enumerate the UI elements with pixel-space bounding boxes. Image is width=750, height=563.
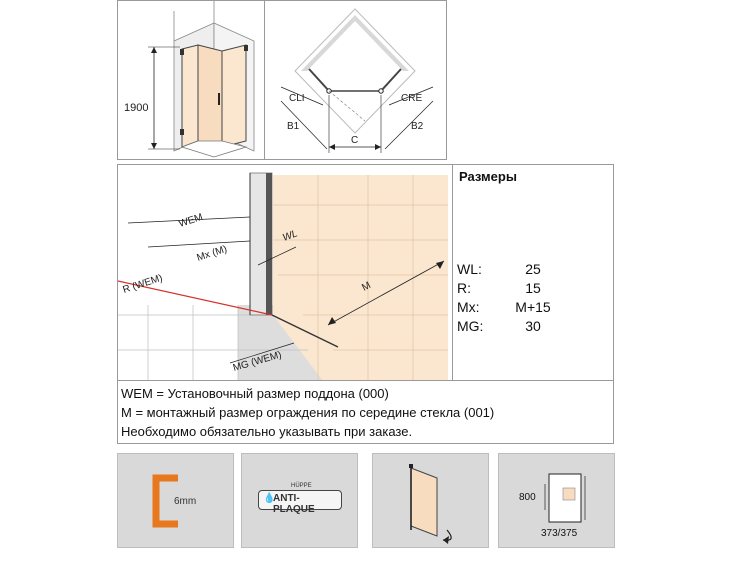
dimension-drawing-panel: WEM Mx (M) R (WEM) WL M MG (WEM) xyxy=(117,164,455,382)
c-label: C xyxy=(351,135,358,146)
plan-view-panel: CLI CRE B1 B2 C xyxy=(264,0,447,160)
measure-height-label: 800 xyxy=(519,492,536,503)
spec-key: R: xyxy=(457,280,471,296)
measurement-tile: 800 373/375 xyxy=(498,453,615,548)
specs-list: WL: 25 R: 15 Mx: M+15 MG: 30 xyxy=(457,261,611,341)
specs-title: Размеры xyxy=(459,169,517,184)
measure-bottom-label: 373/375 xyxy=(541,528,578,539)
spec-value: M+15 xyxy=(515,299,551,315)
b2-label: B2 xyxy=(411,121,424,132)
spec-value: 25 xyxy=(525,261,541,277)
spec-key: Mx: xyxy=(457,299,480,315)
legend-panel: WEM = Установочный размер поддона (000) … xyxy=(117,380,614,444)
glass-thickness-label: 6mm xyxy=(174,496,196,507)
anti-plaque-label: ANTI-PLAQUE xyxy=(273,493,315,515)
spec-row-r: R: 15 xyxy=(457,280,607,299)
spec-value: 15 xyxy=(525,280,541,296)
specs-panel: Размеры WL: 25 R: 15 Mx: M+15 MG: 30 xyxy=(452,164,614,382)
door-swing-icon xyxy=(409,464,452,544)
glass-6mm-icon: 6mm xyxy=(152,474,196,528)
enclosure-3d-drawing: 1900 xyxy=(124,1,255,158)
drop-icon: 💧 xyxy=(263,493,276,504)
spec-key: WL: xyxy=(457,261,482,277)
coating-tile: HÜPPE 💧 ANTI-PLAQUE xyxy=(241,453,358,548)
legend-line-m: M = монтажный размер ограждения по серед… xyxy=(121,405,495,420)
b1-label: B1 xyxy=(287,121,300,132)
spec-row-mg: MG: 30 xyxy=(457,318,607,337)
wem-label: WEM xyxy=(178,212,205,230)
legend-line-note: Необходимо обязательно указывать при зак… xyxy=(121,424,413,439)
door-swing-tile xyxy=(372,453,489,548)
spec-key: MG: xyxy=(457,318,484,334)
measurement-icon: 800 373/375 xyxy=(519,473,586,539)
cli-label: CLI xyxy=(289,93,305,104)
dimension-drawing: WEM Mx (M) R (WEM) WL M MG (WEM) xyxy=(117,172,448,381)
r-wem-label: R (WEM) xyxy=(122,273,164,296)
wl-label: WL xyxy=(281,228,299,243)
anti-plaque-badge: HÜPPE 💧 ANTI-PLAQUE xyxy=(258,483,342,515)
spec-value: 30 xyxy=(525,318,541,334)
spec-row-mx: Mx: M+15 xyxy=(457,299,607,318)
height-label: 1900 xyxy=(124,102,148,114)
glass-thickness-tile: 6mm xyxy=(117,453,234,548)
legend-line-wem: WEM = Установочный размер поддона (000) xyxy=(121,386,389,401)
plan-view-drawing: CLI CRE B1 B2 C xyxy=(280,8,434,153)
cre-label: CRE xyxy=(401,93,422,104)
spec-row-wl: WL: 25 xyxy=(457,261,607,280)
mx-m-label: Mx (M) xyxy=(196,244,229,264)
huppe-brand: HÜPPE xyxy=(289,483,314,489)
